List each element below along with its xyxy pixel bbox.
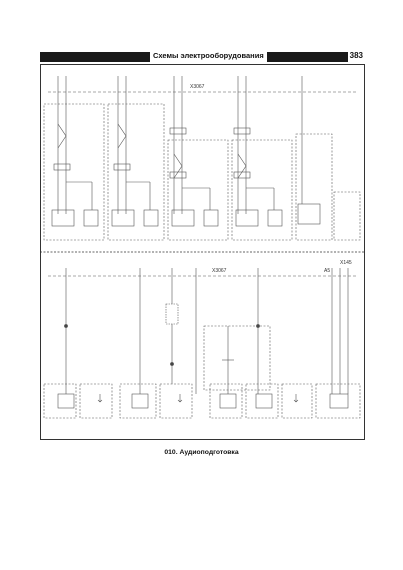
page-number: 383 [347,50,365,62]
connector-label-side: X145 [340,260,352,266]
wire-label-a5: A5 [324,268,330,274]
connector-label-bottom: X3067 [212,268,227,274]
figure-caption: 010. Аудиоподготовка [164,449,239,456]
page-header-title: Схемы электрооборудования [150,50,267,62]
wiring-diagram: X3067 X3067 X145 A5 [40,76,365,419]
connector-label-top: X3067 [190,84,205,90]
